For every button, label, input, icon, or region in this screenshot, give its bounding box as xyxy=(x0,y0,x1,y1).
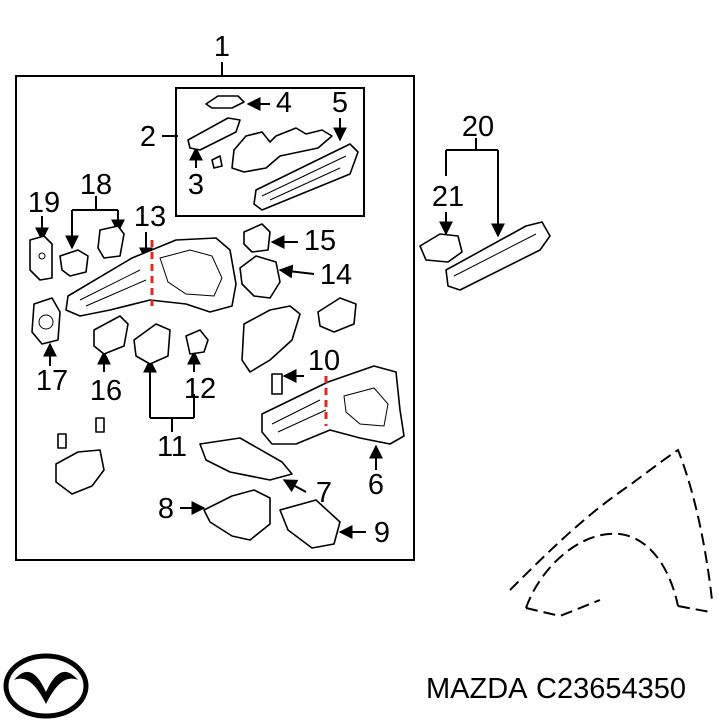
part-19-bracket xyxy=(29,235,53,281)
callout-21: 21 xyxy=(432,181,464,213)
part-12-clip xyxy=(185,329,209,355)
part-number: C23654350 xyxy=(536,673,686,705)
brand-name: MAZDA xyxy=(426,673,528,705)
leader-7 xyxy=(282,479,307,493)
callout-14: 14 xyxy=(320,259,352,291)
part-17-plate xyxy=(31,297,61,345)
part-5-upper-rail xyxy=(231,127,359,211)
part-20-rail xyxy=(445,221,551,291)
part-10-pin xyxy=(271,373,283,395)
part-3-brace xyxy=(187,117,241,169)
part-6-apron xyxy=(261,365,405,445)
callout-2: 2 xyxy=(140,121,156,153)
callout-3: 3 xyxy=(188,169,204,201)
part-brace-right xyxy=(317,297,357,333)
callout-17: 17 xyxy=(36,365,68,397)
callout-16: 16 xyxy=(90,375,122,407)
callout-10: 10 xyxy=(308,345,340,377)
callout-1: 1 xyxy=(214,31,230,63)
part-11-bracket xyxy=(133,323,171,365)
part-mount xyxy=(55,449,105,495)
main-frame xyxy=(15,75,415,561)
callout-4: 4 xyxy=(276,87,292,119)
part-21-bracket xyxy=(419,233,463,263)
part-4-bracket xyxy=(205,95,245,109)
callout-11: 11 xyxy=(157,431,187,463)
callout-12: 12 xyxy=(184,373,216,405)
callout-5: 5 xyxy=(332,87,348,119)
callout-13: 13 xyxy=(134,201,166,233)
callout-15: 15 xyxy=(304,225,336,257)
part-16-bracket xyxy=(93,315,129,355)
leader-14 xyxy=(278,264,315,279)
part-18-brackets xyxy=(59,225,125,277)
fender-outline xyxy=(509,448,713,618)
callout-20: 20 xyxy=(462,111,494,143)
part-14-bracket xyxy=(239,255,281,299)
part-15-bracket xyxy=(243,223,271,253)
subassembly-frame xyxy=(175,87,365,217)
callout-19: 19 xyxy=(28,187,60,219)
callout-18: 18 xyxy=(80,169,112,201)
callout-8: 8 xyxy=(158,493,174,525)
part-pins xyxy=(57,417,105,449)
part-7-rail xyxy=(199,437,293,481)
part-center-support xyxy=(241,305,301,373)
callout-6: 6 xyxy=(368,469,384,501)
part-9-bracket xyxy=(279,499,341,549)
callout-7: 7 xyxy=(316,477,332,509)
mazda-logo-icon xyxy=(3,653,89,719)
part-8-bracket xyxy=(203,489,271,541)
callout-9: 9 xyxy=(374,517,390,549)
